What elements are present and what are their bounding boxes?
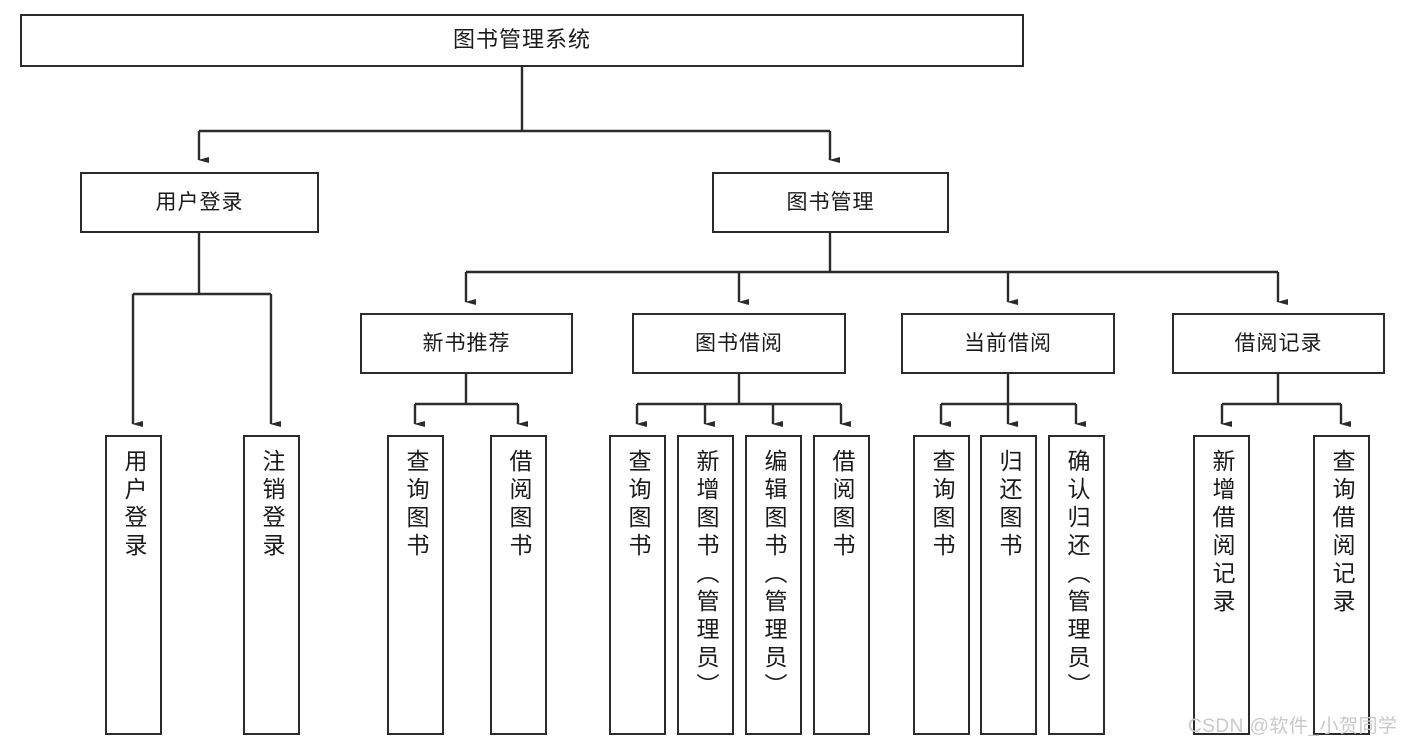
node-label: 借阅图书	[829, 449, 855, 561]
leaf-user-logout[interactable]: 注销登录	[243, 435, 300, 735]
leaf-borrow-borrow-book[interactable]: 借阅图书	[813, 435, 870, 735]
node-label: 确认归还（管理员）	[1064, 449, 1090, 701]
leaf-user-login[interactable]: 用户登录	[105, 435, 162, 735]
node-label: 查询图书	[403, 449, 429, 561]
node-label: 图书管理系统	[452, 27, 591, 53]
leaf-record-query-record[interactable]: 查询借阅记录	[1313, 435, 1370, 735]
leaf-current-return-book[interactable]: 归还图书	[980, 435, 1037, 735]
leaf-record-add-record[interactable]: 新增借阅记录	[1193, 435, 1250, 735]
leaf-borrow-edit-book-admin[interactable]: 编辑图书（管理员）	[745, 435, 802, 735]
leaf-recommend-borrow-book[interactable]: 借阅图书	[490, 435, 547, 735]
node-new-book-recommend[interactable]: 新书推荐	[360, 313, 573, 374]
node-label: 图书借阅	[695, 331, 783, 355]
node-label: 编辑图书（管理员）	[761, 449, 787, 701]
node-label: 查询借阅记录	[1329, 449, 1355, 617]
node-label: 新增图书（管理员）	[693, 449, 719, 701]
leaf-borrow-query-book[interactable]: 查询图书	[609, 435, 666, 735]
node-label: 用户登录	[155, 190, 244, 214]
node-label: 归还图书	[996, 449, 1022, 561]
node-root-system[interactable]: 图书管理系统	[20, 14, 1024, 67]
node-current-borrow[interactable]: 当前借阅	[901, 313, 1115, 374]
node-label: 用户登录	[121, 449, 147, 561]
leaf-current-query-book[interactable]: 查询图书	[913, 435, 970, 735]
node-label: 新书推荐	[422, 331, 511, 355]
node-label: 借阅记录	[1234, 331, 1323, 355]
node-book-borrow[interactable]: 图书借阅	[632, 313, 846, 374]
node-label: 新增借阅记录	[1209, 449, 1235, 617]
node-user-login[interactable]: 用户登录	[80, 172, 319, 233]
node-label: 查询图书	[929, 449, 955, 561]
node-borrow-record[interactable]: 借阅记录	[1172, 313, 1385, 374]
leaf-current-confirm-return-admin[interactable]: 确认归还（管理员）	[1048, 435, 1105, 735]
node-label: 查询图书	[625, 449, 651, 561]
node-label: 借阅图书	[506, 449, 532, 561]
leaf-borrow-add-book-admin[interactable]: 新增图书（管理员）	[677, 435, 734, 735]
node-label: 图书管理	[786, 190, 875, 214]
node-book-management[interactable]: 图书管理	[712, 172, 949, 233]
node-label: 当前借阅	[964, 331, 1052, 355]
leaf-recommend-query-book[interactable]: 查询图书	[387, 435, 444, 735]
node-label: 注销登录	[259, 449, 285, 561]
